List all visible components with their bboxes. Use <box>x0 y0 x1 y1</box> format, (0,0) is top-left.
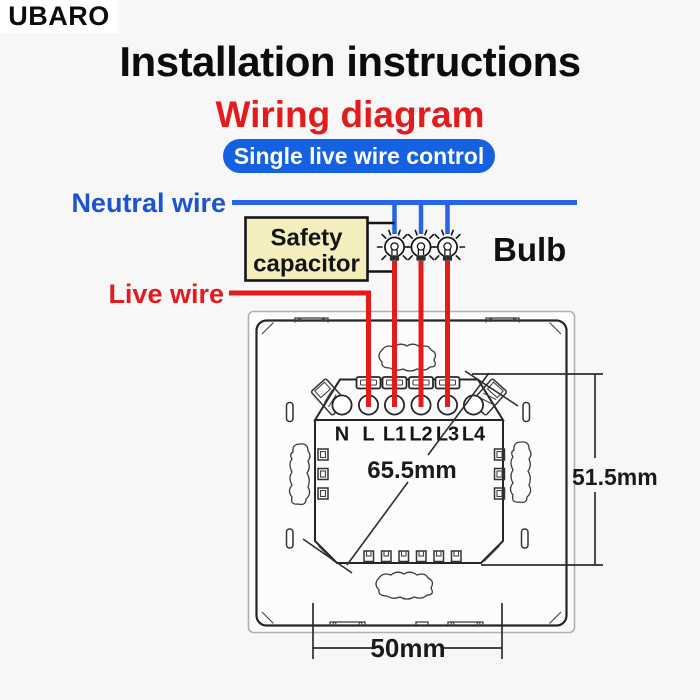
page-title: Installation instructions <box>119 38 581 85</box>
bulb-icon <box>376 229 413 262</box>
live-wire-label: Live wire <box>108 279 224 309</box>
dim-extension-width <box>312 603 503 659</box>
safety-capacitor-label-2: capacitor <box>253 251 360 278</box>
diagram-title: Wiring diagram <box>215 94 485 135</box>
dim-width-label: 50mm <box>370 633 445 663</box>
bulb-neutral-drops <box>392 200 450 234</box>
panel-bottom-notch <box>415 621 429 626</box>
bulb-icon <box>429 229 466 262</box>
live-wire-line <box>229 290 371 407</box>
dim-height-label: 51.5mm <box>572 464 658 490</box>
terminal-label-n: N <box>335 424 349 446</box>
dimension-annotations: 51.5mm 65.5mm 50mm <box>302 370 658 663</box>
terminal-label-l2: L2 <box>409 424 432 446</box>
dim-line-diagonal <box>346 372 490 566</box>
terminal-label-l: L <box>362 424 374 446</box>
terminal-label-l3: L3 <box>436 424 459 446</box>
terminal-label-l4: L4 <box>462 424 486 446</box>
panel-corner-marks <box>261 322 562 624</box>
panel-side-slots <box>285 401 531 549</box>
panel-inner-frame <box>255 319 568 627</box>
neutral-wire-label: Neutral wire <box>71 188 226 218</box>
terminal-label-l1: L1 <box>383 424 406 446</box>
capacitor-connector-lines <box>368 221 395 273</box>
safety-capacitor-label-1: Safety <box>270 225 343 252</box>
bulb-live-drops <box>392 261 450 407</box>
bulb-icon <box>403 229 439 262</box>
bulb-label: Bulb <box>493 231 566 268</box>
dim-diagonal-ticks <box>302 370 519 574</box>
control-type-badge: Single live wire control <box>223 139 495 173</box>
wiring-diagram-canvas: N L L1 L2 L3 L4 <box>71 188 658 663</box>
safety-capacitor-box <box>244 216 369 282</box>
brand-logo: UBARO <box>0 0 118 33</box>
dim-diagonal-label: 65.5mm <box>367 457 456 484</box>
